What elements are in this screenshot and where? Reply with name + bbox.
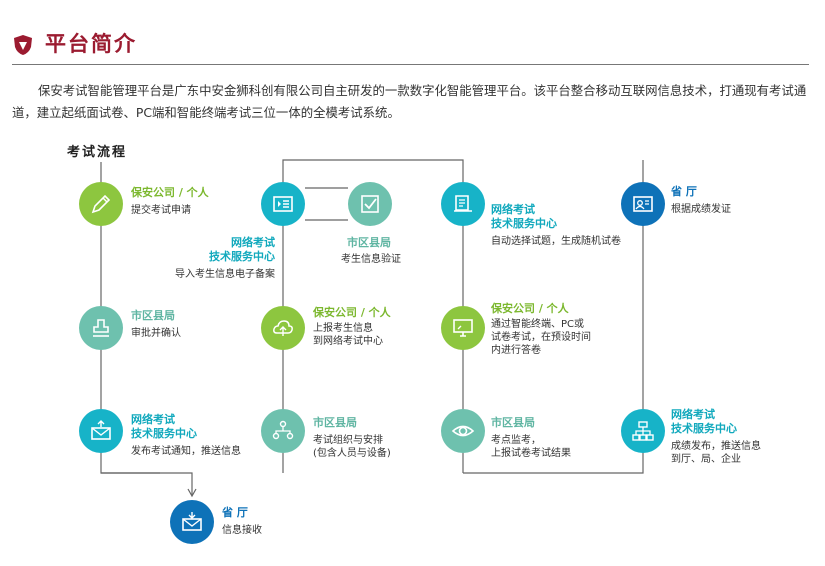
arrow-down-1 <box>187 488 197 498</box>
header-divider <box>12 64 809 65</box>
step-4-circle <box>170 500 214 544</box>
shield-logo-icon <box>14 35 32 55</box>
connector-screen-check <box>305 187 348 221</box>
step-2-desc: 审批并确认 <box>131 328 181 339</box>
check-box-icon <box>361 195 379 213</box>
step-12-desc: 根据成绩发证 <box>671 204 731 215</box>
step-2-circle <box>79 306 123 350</box>
step-7-desc: 上报考生信息 到网络考试中心 <box>313 323 383 347</box>
step-9-circle <box>441 182 485 226</box>
step-9-title: 网络考试 技术服务中心 <box>491 203 557 230</box>
step-8-desc: 考试组织与安排 (包含人员与设备) <box>313 435 391 459</box>
org-chart-icon <box>632 421 654 441</box>
flow-heading: 考试流程 <box>67 145 128 160</box>
certificate-icon <box>633 196 653 212</box>
step-8-circle <box>261 409 305 453</box>
step-8-title: 市区县局 <box>313 416 357 429</box>
step-1-desc: 提交考试申请 <box>131 205 191 216</box>
step-10-title: 保安公司 / 个人 <box>491 302 569 315</box>
step-6-desc: 考生信息验证 <box>341 254 401 265</box>
step-5-title: 网络考试 技术服务中心 <box>209 236 275 263</box>
step-6-title: 市区县局 <box>347 236 391 249</box>
step-3-title: 网络考试 技术服务中心 <box>131 413 197 440</box>
pencil-icon <box>91 194 111 214</box>
screen-list-icon <box>273 196 293 212</box>
step-10-circle <box>441 306 485 350</box>
step-2-title: 市区县局 <box>131 309 175 322</box>
step-11-title: 市区县局 <box>491 416 535 429</box>
step-13-desc: 成绩发布，推送信息 到厅、局、企业 <box>671 441 761 465</box>
paper-scroll-icon <box>454 195 472 212</box>
page-title: 平台简介 <box>45 32 137 56</box>
step-5-circle <box>261 182 305 226</box>
step-12-title: 省 厅 <box>671 185 697 198</box>
step-12-circle <box>621 182 665 226</box>
eye-icon <box>451 425 475 437</box>
step-6-circle <box>348 182 392 226</box>
step-10-desc: 通过智能终端、PC或 试卷考试，在预设时间 内进行答卷 <box>491 319 591 356</box>
step-3-circle <box>79 409 123 453</box>
step-13-circle <box>621 409 665 453</box>
step-5-desc: 导入考生信息电子备案 <box>175 269 275 280</box>
step-7-title: 保安公司 / 个人 <box>313 306 391 319</box>
stamp-icon <box>93 319 109 337</box>
intro-paragraph: 保安考试智能管理平台是广东中安金狮科创有限公司自主研发的一款数字化智能管理平台。… <box>12 83 807 120</box>
cloud-upload-icon <box>273 320 293 336</box>
step-7-circle <box>261 306 305 350</box>
envelope-upload-icon <box>91 420 111 440</box>
people-network-icon <box>272 420 294 440</box>
step-11-circle <box>441 409 485 453</box>
step-1-title: 保安公司 / 个人 <box>131 186 209 199</box>
step-1-circle <box>79 182 123 226</box>
step-4-title: 省 厅 <box>222 506 248 519</box>
step-11-desc: 考点监考， 上报试卷考试结果 <box>491 435 571 459</box>
step-3-desc: 发布考试通知，推送信息 <box>131 446 241 457</box>
step-4-desc: 信息接收 <box>222 525 262 536</box>
step-13-title: 网络考试 技术服务中心 <box>671 408 737 435</box>
page-header: 平台简介 <box>12 24 812 64</box>
envelope-download-icon <box>182 512 202 531</box>
connector-col3-col4 <box>463 160 644 474</box>
monitor-icon <box>453 319 473 337</box>
step-9-desc: 自动选择试题，生成随机试卷 <box>491 236 621 247</box>
